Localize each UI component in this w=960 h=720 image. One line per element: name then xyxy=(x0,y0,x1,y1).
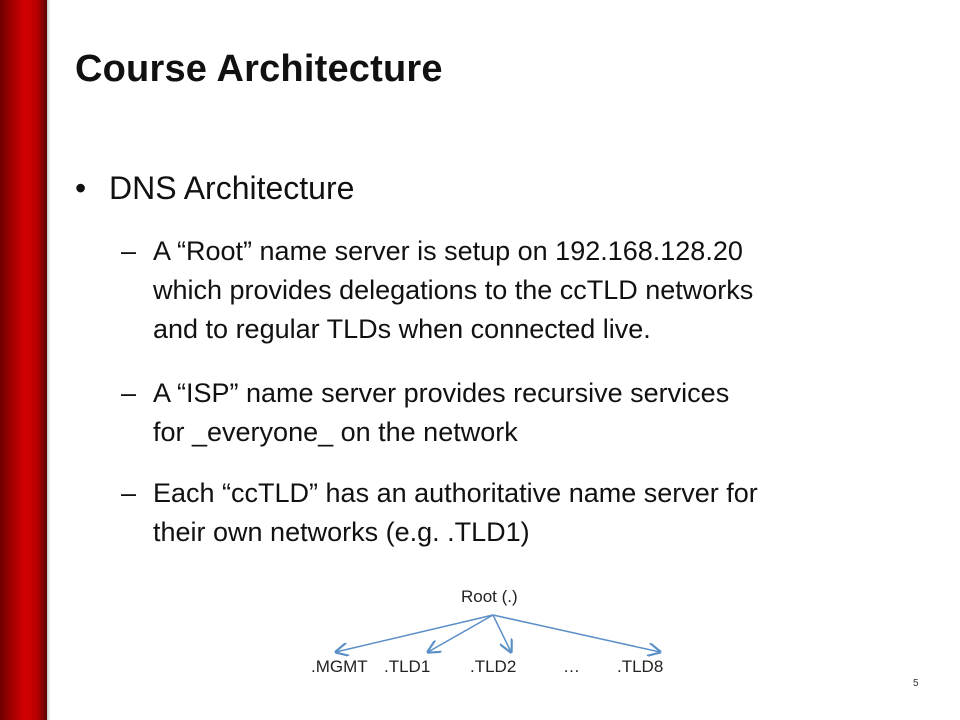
subbullet-dash: – xyxy=(121,378,137,408)
left-accent-bar-edge xyxy=(47,0,50,720)
page-number: 5 xyxy=(913,678,919,689)
slide-title: Course Architecture xyxy=(75,48,443,90)
tree-node-root: Root (.) xyxy=(461,587,518,606)
tree-node-tld2: .TLD2 xyxy=(470,657,517,676)
tree-edge-tld1 xyxy=(428,614,494,652)
left-accent-bar xyxy=(0,0,47,720)
subbullet-line: and to regular TLDs when connected live. xyxy=(153,314,651,344)
bullet-text: DNS Architecture xyxy=(109,170,355,206)
tree-node-tld1: .TLD1 xyxy=(384,657,431,676)
bullet-dot: • xyxy=(75,170,87,206)
tree-edge-tld2 xyxy=(492,614,511,652)
subbullet-dash: – xyxy=(121,478,137,508)
subbullet-line: A “ISP” name server provides recursive s… xyxy=(153,378,730,408)
tree-edge-tld8 xyxy=(492,614,660,652)
tree-edge-mgmt xyxy=(336,614,494,652)
subbullet-line: A “Root” name server is setup on 192.168… xyxy=(153,236,743,266)
subbullet-line: which provides delegations to the ccTLD … xyxy=(153,275,754,305)
subbullet-line: Each “ccTLD” has an authoritative name s… xyxy=(153,478,758,508)
subbullet-line: for _everyone_ on the network xyxy=(153,417,518,447)
tree-node-tld8: .TLD8 xyxy=(617,657,664,676)
tree-node-ellipsis: … xyxy=(563,657,580,676)
tree-node-mgmt: .MGMT xyxy=(311,657,368,676)
subbullet-dash: – xyxy=(121,236,137,266)
subbullet-line: their own networks (e.g. .TLD1) xyxy=(153,517,530,547)
